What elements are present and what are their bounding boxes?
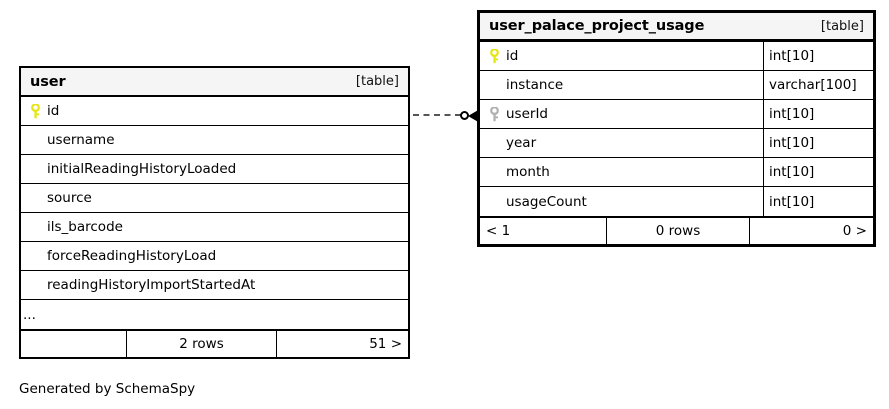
column-list-user: id username initialReadingHistoryLoaded bbox=[21, 97, 408, 329]
column-cell-name: month bbox=[480, 158, 763, 186]
table-footer-user: 2 rows 51 > bbox=[21, 329, 408, 357]
relationship-dashed-line bbox=[413, 114, 461, 116]
footer-next-page[interactable]: 0 > bbox=[842, 223, 867, 239]
table-row[interactable]: initialReadingHistoryLoaded bbox=[21, 155, 408, 184]
column-type-label: int[10] bbox=[763, 42, 873, 70]
column-name-label: ils_barcode bbox=[47, 219, 123, 235]
table-header-user: user [table] bbox=[21, 68, 408, 97]
table-entity-user[interactable]: user [table] id bbox=[19, 66, 410, 359]
table-kind-user: [table] bbox=[355, 74, 399, 89]
column-name-label: instance bbox=[506, 77, 564, 93]
column-type-label: int[10] bbox=[763, 158, 873, 186]
column-cell-name: id bbox=[21, 97, 408, 125]
column-name-label: forceReadingHistoryLoad bbox=[47, 248, 217, 264]
column-name-label: username bbox=[47, 132, 115, 148]
table-row[interactable]: year int[10] bbox=[480, 129, 873, 158]
primary-key-icon bbox=[486, 48, 502, 64]
table-kind-user-palace-project-usage: [table] bbox=[820, 18, 864, 34]
table-title-user: user bbox=[30, 73, 66, 90]
table-row[interactable]: readingHistoryImportStartedAt bbox=[21, 271, 408, 300]
column-name-label: id bbox=[506, 48, 519, 64]
column-cell-name: instance bbox=[480, 71, 763, 99]
diagram-caption: Generated by SchemaSpy bbox=[19, 381, 196, 397]
column-name-label: usageCount bbox=[506, 193, 587, 210]
column-type-label: varchar[100] bbox=[763, 71, 873, 99]
column-cell-name: source bbox=[21, 184, 408, 212]
column-type-label: int[10] bbox=[763, 187, 873, 216]
table-row-more-columns[interactable]: ... bbox=[21, 300, 408, 329]
table-title-user-palace-project-usage: user_palace_project_usage bbox=[489, 18, 705, 34]
relationship-connector-user-to-user-palace-project-usage[interactable] bbox=[412, 106, 482, 126]
table-row[interactable]: username bbox=[21, 126, 408, 155]
primary-key-icon bbox=[27, 103, 43, 119]
column-cell-name: ils_barcode bbox=[21, 213, 408, 241]
table-row[interactable]: source bbox=[21, 184, 408, 213]
column-name-label: readingHistoryImportStartedAt bbox=[47, 277, 256, 293]
table-row[interactable]: forceReadingHistoryLoad bbox=[21, 242, 408, 271]
table-row[interactable]: ils_barcode bbox=[21, 213, 408, 242]
column-cell-name: readingHistoryImportStartedAt bbox=[21, 271, 408, 299]
column-type-label: int[10] bbox=[763, 129, 873, 157]
column-name-label: year bbox=[506, 135, 537, 151]
column-name-label: month bbox=[506, 164, 550, 180]
footer-row-count: 2 rows bbox=[127, 331, 277, 357]
table-footer-user-palace-project-usage: < 1 0 rows 0 > bbox=[480, 216, 873, 244]
footer-next-page[interactable]: 51 > bbox=[369, 336, 402, 352]
footer-prev-page[interactable]: < 1 bbox=[480, 218, 607, 244]
column-cell-name: initialReadingHistoryLoaded bbox=[21, 155, 408, 183]
column-cell-name: year bbox=[480, 129, 763, 157]
column-name-label: id bbox=[47, 103, 60, 119]
table-header-user-palace-project-usage: user_palace_project_usage [table] bbox=[480, 13, 873, 42]
relationship-arrowhead-icon bbox=[468, 108, 480, 123]
column-name-label: userId bbox=[506, 106, 548, 122]
table-row[interactable]: month int[10] bbox=[480, 158, 873, 187]
table-row[interactable]: id bbox=[21, 97, 408, 126]
column-cell-name: username bbox=[21, 126, 408, 154]
footer-row-count: 0 rows bbox=[607, 218, 750, 244]
foreign-key-icon bbox=[486, 106, 502, 122]
column-cell-name: userId bbox=[480, 100, 763, 128]
column-type-label: int[10] bbox=[763, 100, 873, 128]
table-row[interactable]: id int[10] bbox=[480, 42, 873, 71]
column-cell-name: id bbox=[480, 42, 763, 70]
table-row[interactable]: userId int[10] bbox=[480, 100, 873, 129]
more-columns-label: ... bbox=[23, 306, 36, 323]
column-list-user-palace-project-usage: id int[10] instance varchar[100] bbox=[480, 42, 873, 216]
footer-prev-page[interactable] bbox=[21, 331, 127, 357]
column-name-label: initialReadingHistoryLoaded bbox=[47, 161, 237, 177]
table-row[interactable]: usageCount int[10] bbox=[480, 187, 873, 216]
column-cell-name: forceReadingHistoryLoad bbox=[21, 242, 408, 270]
table-entity-user-palace-project-usage[interactable]: user_palace_project_usage [table] id int… bbox=[477, 10, 876, 247]
table-row[interactable]: instance varchar[100] bbox=[480, 71, 873, 100]
column-cell-name: usageCount bbox=[480, 187, 763, 216]
column-name-label: source bbox=[47, 190, 92, 206]
column-cell-name: ... bbox=[21, 300, 408, 329]
